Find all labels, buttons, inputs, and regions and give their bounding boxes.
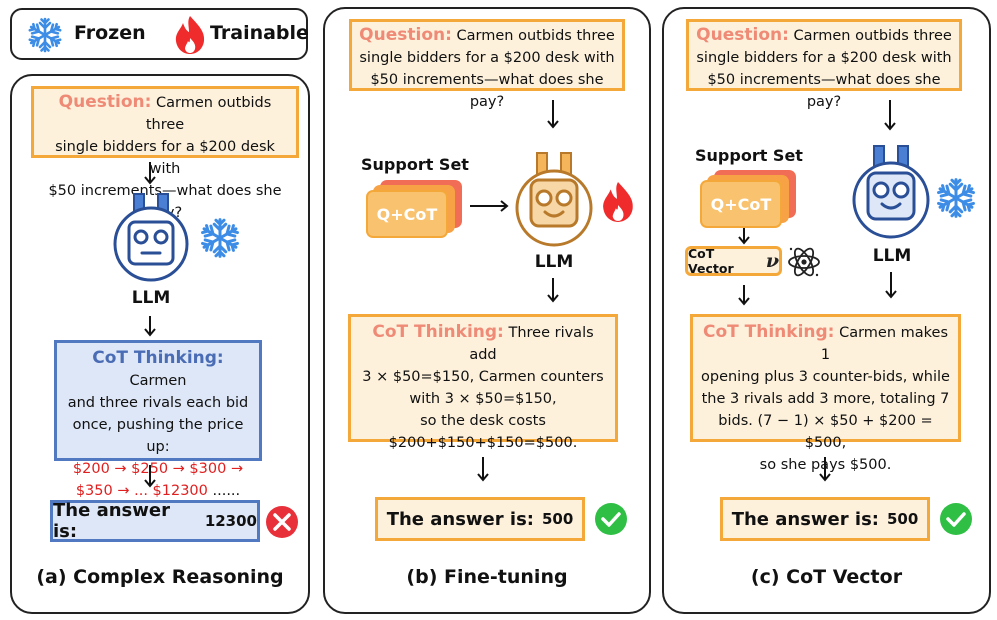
cross-icon bbox=[266, 506, 298, 538]
snowflake-icon bbox=[934, 176, 978, 220]
answer-value: 12300 bbox=[204, 512, 257, 530]
caption-b: (b) Fine-tuning bbox=[406, 566, 568, 588]
cot-label: CoT Thinking: bbox=[372, 322, 504, 342]
llm-label: LLM bbox=[534, 252, 574, 272]
arrow-down bbox=[884, 100, 896, 131]
check-icon bbox=[595, 503, 627, 535]
robot-icon bbox=[113, 193, 189, 282]
cot-box-a: CoT Thinking: Carmen and three rivals ea… bbox=[54, 340, 262, 499]
answer-value: 500 bbox=[542, 510, 574, 528]
cot-tail: ...... bbox=[207, 483, 241, 499]
cot-label: CoT Thinking: bbox=[702, 322, 835, 342]
arrow-down bbox=[144, 162, 156, 185]
cot-line: Carmen makes 1 bbox=[820, 325, 949, 363]
arrow-down bbox=[738, 285, 750, 306]
answer-value: 500 bbox=[887, 510, 919, 528]
arrow-down bbox=[547, 100, 559, 129]
legend-trainable-label: Trainable bbox=[210, 22, 309, 44]
arrow-down bbox=[738, 228, 750, 245]
cot-vector-label: CoT Vector bbox=[688, 246, 734, 276]
llm-label: LLM bbox=[131, 288, 171, 308]
question-line: Carmen outbids three bbox=[793, 28, 952, 44]
answer-label: The answer is: bbox=[731, 508, 879, 530]
question-line: $50 increments—what does she pay? bbox=[707, 72, 941, 110]
arrow-right bbox=[470, 200, 509, 212]
atom-icon bbox=[788, 247, 820, 277]
cot-red-line: $350 → ... $12300 bbox=[75, 483, 208, 499]
cot-vector-symbol: ν bbox=[765, 250, 779, 272]
cot-label: CoT Thinking: bbox=[92, 348, 224, 368]
cot-line: and three rivals each bid bbox=[67, 395, 249, 411]
cot-red-line: $200 → $250 → $300 → bbox=[72, 461, 244, 477]
cot-line: $200+$150+$150=$500. bbox=[388, 435, 578, 451]
cot-line: bids. (7 − 1) × $50 + $200 = $500, bbox=[718, 413, 933, 451]
legend: Frozen Trainable bbox=[10, 8, 309, 60]
legend-frozen-label: Frozen bbox=[74, 22, 146, 44]
support-card-front: Q+CoT bbox=[366, 190, 448, 238]
question-box-b: Question: Carmen outbids three single bi… bbox=[349, 19, 625, 110]
cot-line: with 3 × $50=$150, bbox=[409, 391, 557, 407]
check-icon bbox=[940, 503, 972, 535]
cot-line: so the desk costs bbox=[420, 413, 546, 429]
cot-line: the 3 rivals add 3 more, totaling 7 bbox=[701, 391, 950, 407]
cot-line: Three rivals add bbox=[469, 325, 594, 363]
answer-label: The answer is: bbox=[53, 500, 170, 542]
arrow-down bbox=[819, 457, 831, 482]
question-line: single bidders for a $200 desk with bbox=[696, 50, 952, 66]
llm-label: LLM bbox=[872, 246, 912, 266]
question-line: single bidders for a $200 desk with bbox=[359, 50, 615, 66]
cot-vector-box: CoT Vector ν bbox=[685, 246, 782, 276]
cot-box-c: CoT Thinking: Carmen makes 1 opening plu… bbox=[690, 314, 961, 473]
question-box-a: Question: Carmen outbids three single bi… bbox=[31, 86, 299, 221]
support-card-front: Q+CoT bbox=[700, 180, 782, 228]
question-line: single bidders for a $200 desk with bbox=[55, 139, 275, 177]
question-line: Carmen outbids three bbox=[456, 28, 615, 44]
support-set-label: Support Set bbox=[695, 146, 803, 165]
caption-c: (c) CoT Vector bbox=[750, 566, 903, 588]
robot-icon bbox=[515, 152, 593, 247]
snowflake-icon bbox=[198, 216, 242, 260]
cot-line: opening plus 3 counter-bids, while bbox=[701, 369, 950, 385]
caption-a: (a) Complex Reasoning bbox=[36, 566, 284, 588]
question-label: Question: bbox=[58, 92, 152, 112]
arrow-down bbox=[885, 272, 897, 299]
cot-line: Carmen bbox=[129, 373, 187, 389]
flame-icon bbox=[603, 182, 633, 222]
flame-icon bbox=[175, 16, 205, 54]
question-label: Question: bbox=[696, 25, 789, 45]
arrow-down bbox=[144, 465, 156, 488]
arrow-down bbox=[477, 457, 489, 482]
arrow-down bbox=[547, 278, 559, 303]
cot-line: once, pushing the price up: bbox=[72, 417, 244, 455]
question-label: Question: bbox=[359, 25, 452, 45]
arrow-down bbox=[144, 316, 156, 337]
answer-box-c: The answer is: 500 bbox=[720, 497, 930, 541]
question-line: Carmen outbids three bbox=[145, 95, 272, 133]
question-box-c: Question: Carmen outbids three single bi… bbox=[686, 19, 962, 110]
support-set-cards: Q+CoT bbox=[366, 180, 466, 242]
support-set-label: Support Set bbox=[361, 155, 469, 174]
snowflake-icon bbox=[26, 16, 64, 54]
question-line: $50 increments—what does she pay? bbox=[370, 72, 604, 110]
robot-icon bbox=[852, 145, 930, 239]
cot-line: 3 × $50=$150, Carmen counters bbox=[362, 369, 604, 385]
answer-box-b: The answer is: 500 bbox=[375, 497, 585, 541]
cot-box-b: CoT Thinking: Three rivals add 3 × $50=$… bbox=[348, 314, 618, 451]
answer-label: The answer is: bbox=[386, 508, 534, 530]
answer-box-a: The answer is: 12300 bbox=[50, 500, 260, 542]
support-set-cards: Q+CoT bbox=[700, 170, 800, 232]
